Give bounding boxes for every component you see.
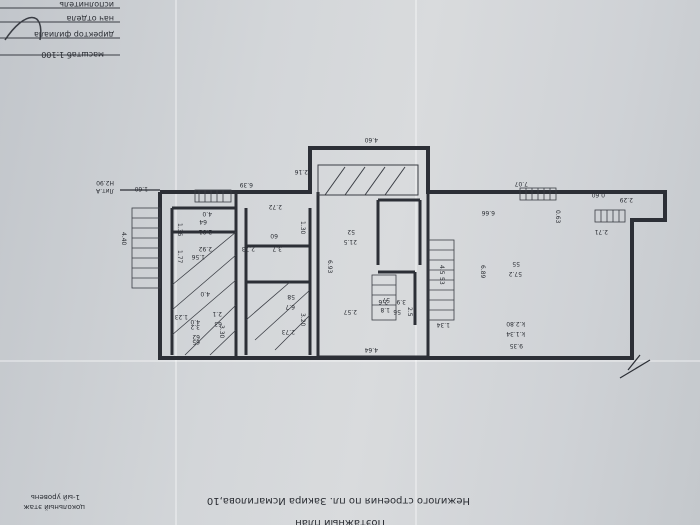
dim-chimney-height: 2.16 (294, 168, 308, 175)
room-dim: 4.5 (438, 265, 445, 275)
room-dim: 6.7 (285, 303, 295, 310)
room-dim: 2.72 (268, 203, 282, 210)
stamp-line-2: нач отдела (66, 14, 114, 23)
room-area: 56 (393, 308, 401, 315)
dim-left-gap2: 6.39 (239, 181, 253, 188)
room-dim: 6.93 (326, 260, 333, 274)
room-area: 55 (512, 260, 520, 267)
room-area: 63 (214, 320, 222, 327)
room-dim: 2.5 (406, 307, 413, 317)
plan-title: Поэтажный план (295, 517, 385, 525)
room-area: 64 (199, 218, 207, 225)
room-dim: 6.89 (479, 265, 486, 279)
room-dim: 3.9 (396, 298, 406, 305)
floor-note-1: цокольный этаж (23, 503, 85, 511)
dim-right-inner2: 0.63 (554, 210, 561, 224)
room-dim: 2.73 (281, 328, 295, 335)
room-dim: 2.91 (198, 228, 212, 235)
stamp-line-1: исполнитель (59, 0, 114, 9)
paper-fold (175, 0, 177, 525)
dim-right-gap3: 2.29 (619, 196, 633, 203)
room-dim: 2.92 (198, 245, 212, 252)
room-dim: 2.1 (212, 310, 222, 317)
room-dim: 1.8 (380, 306, 390, 313)
stairs (131, 187, 626, 321)
room-area: 52 (347, 228, 355, 235)
room-dim: 2.57 (343, 308, 357, 315)
dim-left-gap: 1.60 (134, 185, 148, 192)
dim-right-wall: 2.71 (594, 228, 608, 235)
room-dim: 2.6 (378, 298, 388, 305)
room-dim: 3.7 (272, 245, 282, 252)
outer-walls (158, 146, 667, 360)
room-dim: 2.73 (241, 245, 255, 252)
room-dim: 1.56 (191, 253, 205, 260)
room-dim: 1.77 (176, 250, 183, 264)
dim-bottom-mid: 4.64 (364, 346, 378, 353)
room-dim: 3.30 (218, 325, 225, 339)
room-dim: 4.0 (190, 318, 200, 325)
scale-label: масштаб 1:100 (41, 50, 104, 59)
floor-note-2: 1-ый уровень (31, 493, 80, 501)
room-area: 53 (438, 277, 445, 285)
hatched-area (171, 231, 311, 356)
stamp-block (0, 7, 120, 56)
paper-fold (0, 360, 700, 362)
room-dim: k.1.34 (506, 330, 525, 337)
room-dim: 21.5 (343, 238, 357, 245)
room-dim: 1.34 (436, 321, 450, 328)
room-area: 65 (192, 338, 200, 345)
dim-right-gap: 7.07 (514, 180, 528, 187)
dim-bottom-right: 9.35 (509, 342, 523, 349)
plan-subtitle: Нежилого строения по пл. Закира Исмагило… (207, 495, 470, 506)
section-cut-marks (120, 189, 651, 379)
dimension-labels: 4.60 2.16 1.60 6.39 7.07 0.60 2.29 4.40 … (95, 136, 633, 353)
room-dim: k.2.80 (506, 320, 525, 327)
room-area: 58 (287, 293, 295, 300)
chimney-block (317, 164, 419, 196)
room-dim: 3.20 (299, 313, 306, 327)
section-label-a: Лит.А (95, 187, 114, 194)
stamp-line-3: директор филиала (34, 30, 114, 39)
room-dim: 4.0 (202, 210, 212, 217)
room-dim: 4.0 (200, 290, 210, 297)
room-area-value: 57.2 (508, 270, 522, 277)
paper-fold (415, 0, 417, 525)
room-dim: 1.36 (176, 223, 183, 237)
room-dim: 3.2 (190, 323, 200, 330)
room-area: 60 (270, 232, 278, 239)
inner-walls (170, 192, 430, 359)
section-label-b: Н2.90 (96, 179, 114, 186)
dim-right-inner: 6.66 (481, 209, 495, 216)
dim-right-gap2: 0.60 (591, 191, 605, 198)
room-labels: 2.92 2.91 64 4.0 1.36 1.77 3.7 2.73 60 2… (174, 203, 525, 345)
room-area: 62 (192, 333, 200, 340)
dim-left-side: 4.40 (120, 232, 127, 246)
room-dim: 1.30 (299, 221, 306, 235)
dim-top-chimney: 4.60 (364, 136, 378, 143)
room-dim: 1.23 (174, 313, 188, 320)
room-area: 57 (382, 296, 390, 303)
